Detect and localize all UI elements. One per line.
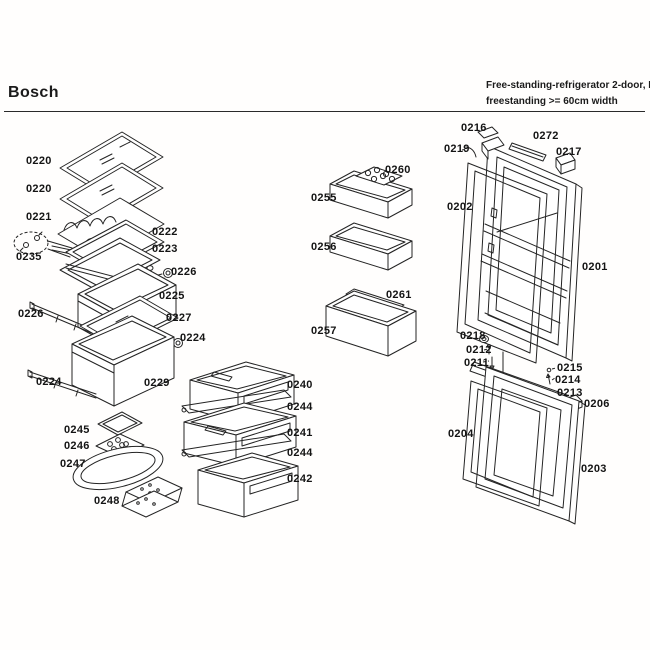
part-label-0202-31: 0202 bbox=[447, 201, 473, 213]
part-label-0216-27: 0216 bbox=[461, 122, 487, 134]
part-drawing-hinge-0217 bbox=[555, 152, 576, 175]
part-label-0240-17: 0240 bbox=[287, 379, 313, 391]
part-label-0218-33: 0218 bbox=[460, 330, 486, 342]
part-label-0220-1: 0220 bbox=[26, 183, 52, 195]
part-drawing-bin-0256 bbox=[329, 222, 413, 271]
part-drawing-screw-0215 bbox=[546, 367, 557, 373]
part-label-0226-6: 0226 bbox=[171, 266, 197, 278]
part-label-0220-0: 0220 bbox=[26, 155, 52, 167]
part-label-0226-8: 0226 bbox=[18, 308, 44, 320]
part-drawing-pin-0214 bbox=[546, 373, 556, 385]
part-label-0245-13: 0245 bbox=[64, 424, 90, 436]
part-drawing-rail-0226-left bbox=[29, 301, 95, 335]
part-label-0244-20: 0244 bbox=[287, 447, 313, 459]
part-label-0213-38: 0213 bbox=[557, 387, 583, 399]
part-label-0244-18: 0244 bbox=[287, 401, 313, 413]
part-drawing-shelf-0220-bottom bbox=[59, 162, 164, 225]
part-label-0223-5: 0223 bbox=[152, 243, 178, 255]
part-drawing-pin-0219 bbox=[461, 146, 477, 158]
part-label-0248-16: 0248 bbox=[94, 495, 120, 507]
part-drawing-trim-0272 bbox=[508, 142, 547, 162]
part-drawing-pin-0212 bbox=[483, 344, 491, 355]
part-drawing-wire-shelf-0244-upper bbox=[181, 389, 292, 414]
part-drawing-gasket-0202 bbox=[456, 162, 548, 364]
part-drawing-door-0201 bbox=[477, 136, 583, 362]
part-drawing-lid-0245 bbox=[97, 411, 143, 436]
part-label-0214-37: 0214 bbox=[555, 374, 581, 386]
part-drawing-bin-0257 bbox=[325, 290, 417, 357]
part-drawing-bin-0255 bbox=[329, 170, 413, 219]
part-label-0219-29: 0219 bbox=[444, 143, 470, 155]
model-description: Free-standing-refrigerator 2-door, Botto… bbox=[486, 78, 650, 110]
brand-logo: Bosch bbox=[8, 84, 59, 101]
part-drawing-door-0203 bbox=[475, 366, 586, 525]
part-label-0221-2: 0221 bbox=[26, 211, 52, 223]
part-label-0227-9: 0227 bbox=[166, 312, 192, 324]
part-label-0211-35: 0211 bbox=[464, 357, 490, 369]
part-label-0217-30: 0217 bbox=[556, 146, 582, 158]
part-label-0222-4: 0222 bbox=[152, 226, 178, 238]
part-drawing-egg-insert-0260 bbox=[355, 166, 403, 186]
part-drawing-cap-0218 bbox=[479, 335, 489, 343]
part-drawing-rail-0224-left bbox=[27, 369, 97, 399]
part-label-0201-32: 0201 bbox=[582, 261, 608, 273]
part-label-0256-24: 0256 bbox=[311, 241, 337, 253]
part-label-0215-36: 0215 bbox=[557, 362, 583, 374]
part-label-0204-40: 0204 bbox=[448, 428, 474, 440]
model-description-line1: Free-standing-refrigerator 2-door, Botto bbox=[486, 80, 650, 91]
part-drawing-dish-0248 bbox=[121, 476, 183, 518]
part-label-0212-34: 0212 bbox=[466, 344, 492, 356]
part-label-0224-11: 0224 bbox=[36, 376, 62, 388]
part-drawing-tray-0247 bbox=[72, 445, 164, 491]
model-description-line2: freestanding >= 60cm width bbox=[486, 96, 618, 107]
header-divider bbox=[4, 111, 645, 112]
part-label-0241-19: 0241 bbox=[287, 427, 313, 439]
part-drawing-cap-0216 bbox=[477, 126, 499, 139]
part-label-0257-26: 0257 bbox=[311, 325, 337, 337]
part-label-0225-7: 0225 bbox=[159, 290, 185, 302]
part-label-0260-22: 0260 bbox=[385, 164, 411, 176]
part-drawing-crisper-0229 bbox=[71, 315, 175, 407]
part-label-0235-3: 0235 bbox=[16, 251, 42, 263]
part-label-0203-41: 0203 bbox=[581, 463, 607, 475]
part-drawing-wire-shelf-0244-lower bbox=[181, 433, 292, 458]
part-label-0229-12: 0229 bbox=[144, 377, 170, 389]
part-label-0272-28: 0272 bbox=[533, 130, 559, 142]
part-drawing-drawer-0242 bbox=[197, 452, 299, 518]
part-label-0206-39: 0206 bbox=[584, 398, 610, 410]
part-drawing-gasket-0204 bbox=[462, 380, 548, 507]
part-label-0255-23: 0255 bbox=[311, 192, 337, 204]
part-label-0247-15: 0247 bbox=[60, 458, 86, 470]
part-label-0261-25: 0261 bbox=[386, 289, 412, 301]
part-label-0224-10: 0224 bbox=[180, 332, 206, 344]
part-label-0242-21: 0242 bbox=[287, 473, 313, 485]
part-label-0246-14: 0246 bbox=[64, 440, 90, 452]
